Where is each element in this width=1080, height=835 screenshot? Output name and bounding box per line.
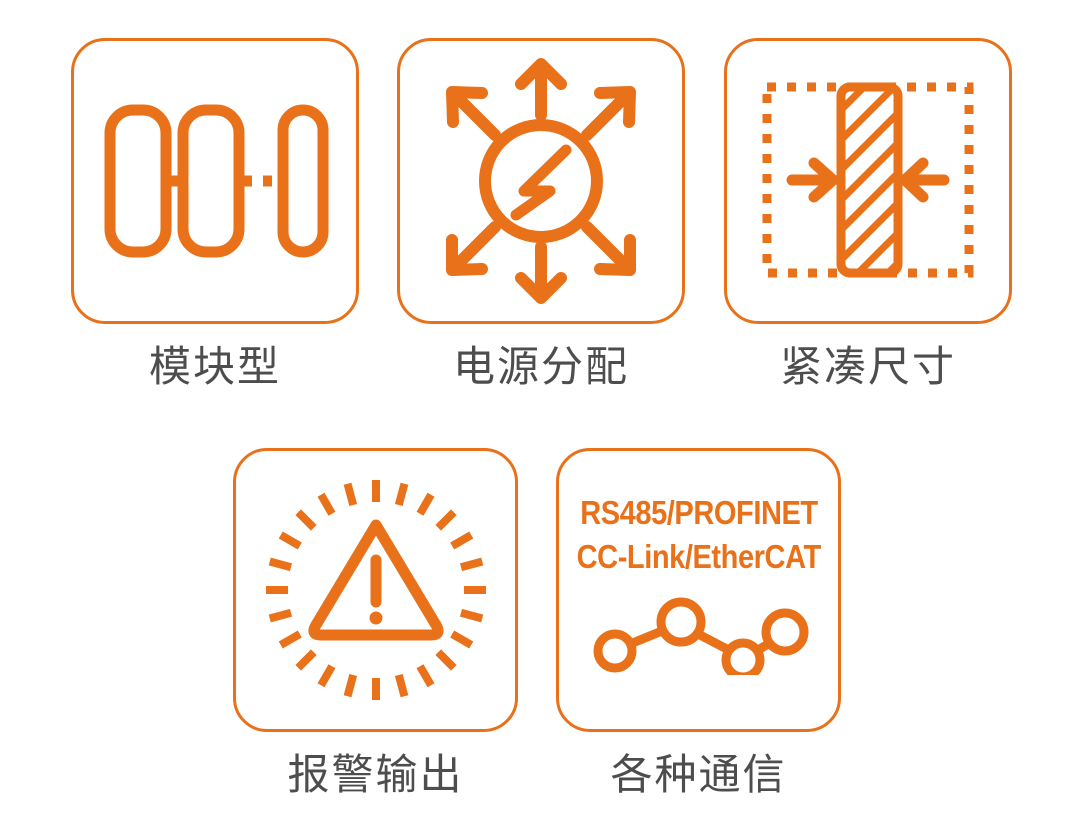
icon-frame-modular (71, 38, 359, 324)
feature-card-power-distribution[interactable]: 电源分配 (397, 38, 685, 388)
icon-frame-alarm-output (233, 448, 518, 732)
feature-label-compact-size: 紧凑尺寸 (779, 343, 956, 390)
compact-size-icon (760, 81, 976, 281)
modular-blocks-icon (100, 96, 330, 266)
feature-label-power-distribution: 电源分配 (452, 343, 629, 390)
icon-frame-compact-size (724, 38, 1012, 324)
protocol-line-2: CC-Link/EtherCAT (576, 538, 821, 576)
power-distribution-icon (425, 57, 657, 305)
icon-frame-power-distribution (397, 38, 685, 324)
feature-card-modular[interactable]: 模块型 (71, 38, 359, 388)
feature-label-modular: 模块型 (148, 343, 281, 390)
protocol-list: RS485/PROFINET CC-Link/EtherCAT (559, 451, 838, 729)
network-nodes-icon (588, 597, 810, 676)
icon-frame-communication: RS485/PROFINET CC-Link/EtherCAT (556, 448, 841, 732)
protocol-line-1: RS485/PROFINET (579, 494, 818, 531)
feature-card-compact-size[interactable]: 紧凑尺寸 (724, 38, 1012, 388)
feature-card-alarm-output[interactable]: 报警输出 (233, 448, 518, 796)
feature-card-communication[interactable]: RS485/PROFINET CC-Link/EtherCAT (556, 448, 841, 796)
feature-label-alarm-output: 报警输出 (287, 751, 464, 798)
alarm-warning-icon (263, 477, 489, 703)
feature-label-communication: 各种通信 (610, 751, 787, 798)
